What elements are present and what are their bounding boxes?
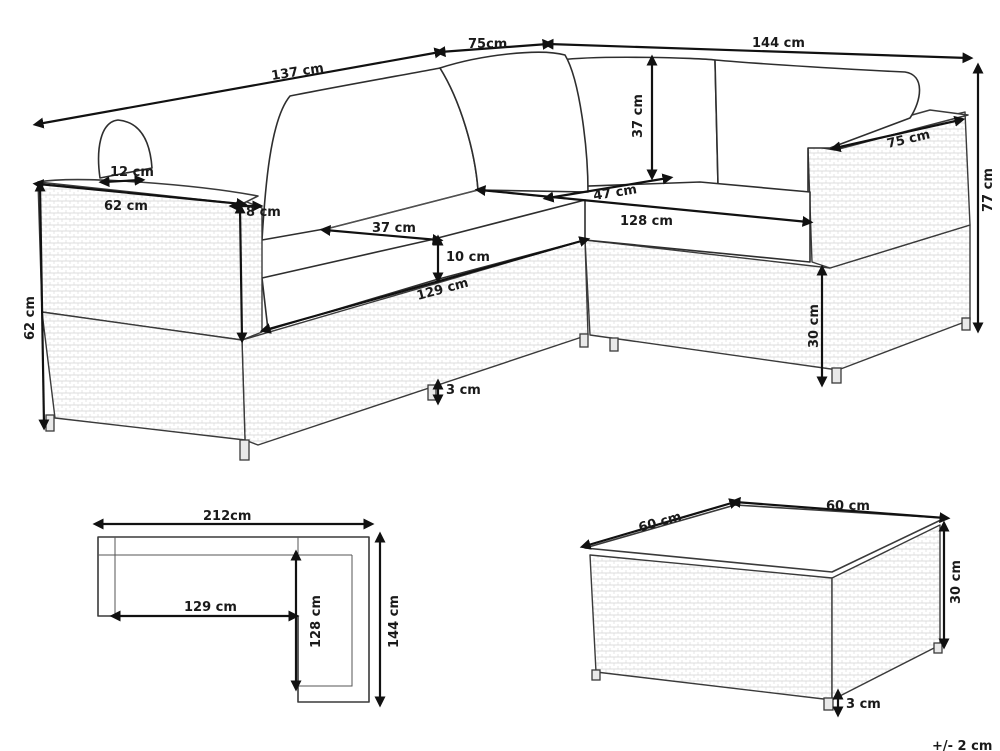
label-60-width: 60 cm: [826, 499, 870, 514]
label-37-back: 37 cm: [631, 94, 646, 138]
label-3-table: 3 cm: [846, 697, 881, 712]
label-10: 10 cm: [446, 250, 490, 265]
dim-60-depth: [579, 498, 741, 550]
label-75-top: 75cm: [468, 37, 507, 52]
sofa-leg: [961, 317, 971, 331]
label-62-arm: 62 cm: [104, 199, 148, 214]
label-212: 212cm: [203, 509, 251, 524]
dim-128-seat: [474, 185, 814, 227]
label-30-table: 30 cm: [949, 560, 964, 604]
label-12: 12 cm: [110, 165, 154, 180]
dim-arm-height: [234, 202, 248, 344]
dim-144: [542, 38, 974, 64]
dim-137: [32, 47, 446, 129]
label-62-side: 62 cm: [23, 296, 38, 340]
table-leg: [591, 669, 601, 681]
label-47: 47 cm: [592, 182, 638, 204]
dim-75-top: [434, 38, 554, 58]
dim-62-side: [34, 180, 50, 431]
dim-60-width: [729, 496, 951, 524]
sofa-leg: [427, 384, 437, 401]
label-144-top: 144 cm: [387, 595, 402, 648]
coffee-table-drawing: [579, 496, 951, 718]
left-back-cushion-1: [261, 67, 479, 241]
dim-129-seat: [259, 236, 591, 334]
label-128-seat: 128 cm: [620, 214, 673, 229]
table-leg: [823, 697, 834, 711]
sofa-leg: [831, 367, 842, 384]
label-144: 144 cm: [752, 36, 805, 51]
dim-62-arm: [32, 179, 248, 209]
label-3-sofa: 3 cm: [446, 383, 481, 398]
tolerance-note: +/- 2 cm: [932, 739, 992, 751]
table-front: [589, 554, 833, 701]
label-8: 8 cm: [246, 205, 281, 220]
sofa-dimension-lines: [32, 38, 984, 431]
label-128-top: 128 cm: [309, 595, 324, 648]
sofa-leg: [45, 414, 55, 432]
top-view-outline: [97, 536, 370, 703]
dim-75-arm: [829, 115, 966, 153]
corner-sofa-drawing: [37, 51, 971, 461]
label-129-top: 129 cm: [184, 600, 237, 615]
label-137: 137 cm: [270, 61, 325, 84]
sofa-leg: [239, 439, 250, 461]
sofa-leg: [609, 337, 619, 352]
label-77: 77 cm: [981, 168, 996, 212]
sofa-leg: [579, 333, 589, 348]
top-view-drawing: [92, 518, 386, 708]
table-leg: [933, 642, 943, 654]
label-30: 30 cm: [807, 304, 822, 348]
label-37-seat: 37 cm: [372, 221, 416, 236]
